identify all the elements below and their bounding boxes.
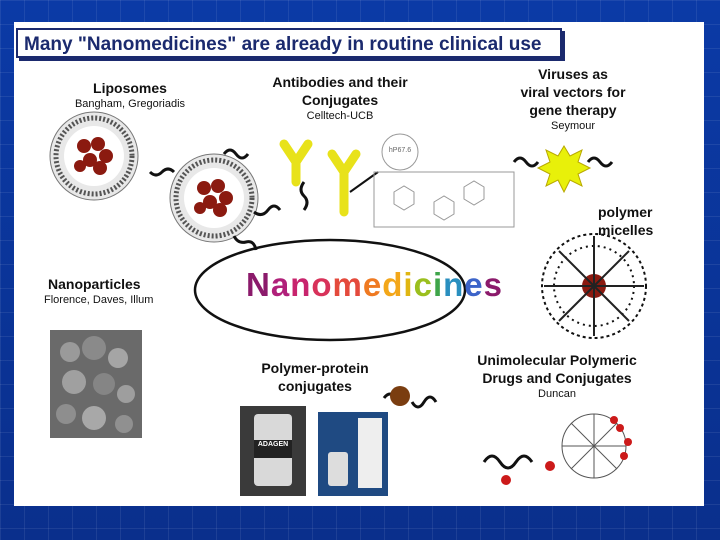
viruses-title-line2: viral vectors for — [520, 84, 626, 100]
linker-icon — [299, 181, 309, 211]
center-ellipse — [193, 238, 467, 342]
center-label-letter: o — [311, 266, 333, 303]
illustration-layer — [49, 111, 647, 496]
center-label-letter: m — [332, 266, 363, 303]
dendrimer-icon — [482, 413, 632, 485]
center-label-letter: i — [432, 266, 444, 303]
polymer-micelle-icon — [541, 233, 647, 339]
center-label-letter: N — [246, 266, 271, 303]
center-label-letter: e — [362, 266, 383, 303]
arrow-icon — [349, 171, 379, 193]
polymer-protein-conjugate-icon — [382, 386, 438, 409]
center-label-letter: c — [413, 266, 433, 303]
unimolecular-title-line1: Unimolecular Polymeric — [477, 352, 637, 368]
polymer-protein-title-line1: Polymer-protein — [261, 360, 369, 376]
liposomes-title: Liposomes — [93, 80, 167, 96]
viruses-title-line3: gene therapy — [529, 102, 617, 118]
molecule-label: hP67.6 — [388, 147, 412, 154]
molecule-structure-icon — [373, 133, 515, 228]
polymer-protein-title-line2: conjugates — [278, 378, 352, 394]
antibody-icon — [279, 139, 361, 217]
nanoparticles-authors: Florence, Daves, Illum — [44, 294, 154, 306]
unimolecular-title-line2: Drugs and Conjugates — [482, 370, 632, 386]
center-label-letter: e — [464, 266, 484, 303]
nanoparticles-title: Nanoparticles — [48, 276, 141, 292]
drug-package-image — [318, 412, 388, 496]
unimolecular-authors: Duncan — [538, 388, 576, 400]
virus-icon — [512, 145, 614, 194]
liposome-icon — [49, 111, 139, 201]
nanoparticle-sem-image — [50, 330, 142, 438]
viruses-title-line1: Viruses as — [538, 66, 608, 82]
center-label-letter: a — [270, 266, 291, 303]
center-label-letter: n — [290, 266, 312, 303]
micelles-title-line1: polymer — [598, 204, 653, 220]
adagen-vial-label: ADAGEN — [257, 441, 289, 448]
liposomes-authors: Bangham, Gregoriadis — [74, 98, 186, 110]
center-label-letter: i — [403, 266, 414, 303]
center-label-letter: n — [443, 266, 465, 303]
center-label-letter: s — [483, 266, 504, 303]
slide-title: Many "Nanomedicines" are already in rout… — [16, 28, 562, 58]
adagen-vial-image — [240, 406, 306, 496]
micelles-title-line2: micelles — [598, 222, 654, 238]
center-nanomedicines-label: Nanomedicines — [246, 266, 503, 304]
antibodies-title-line1: Antibodies and their — [272, 74, 408, 90]
viruses-authors: Seymour — [550, 120, 596, 132]
antibodies-authors: Celltech-UCB — [306, 110, 374, 122]
antibodies-title-line2: Conjugates — [301, 92, 379, 108]
stealth-liposome-icon — [148, 148, 282, 251]
slide-canvas: Many "Nanomedicines" are already in rout… — [14, 22, 704, 506]
center-label-letter: d — [382, 266, 404, 303]
